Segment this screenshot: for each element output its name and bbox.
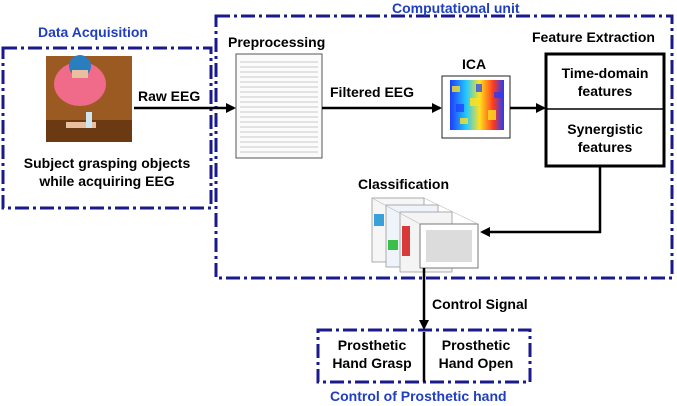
hand-grasp-line1: Prosthetic (337, 337, 407, 353)
time-domain-line1: Time-domain (561, 65, 649, 81)
preprocessing-eeg-image (235, 53, 323, 159)
subject-caption-line2: while acquiring EEG (39, 173, 175, 189)
time-domain-label: Time-domain features (548, 64, 662, 100)
subject-caption-line1: Subject grasping objects (23, 155, 191, 171)
classification-label: Classification (358, 176, 450, 192)
ica-image (441, 75, 511, 139)
subject-photo (46, 55, 132, 142)
hand-open-line2: Hand Open (438, 355, 514, 371)
synergistic-line1: Synergistic (567, 121, 643, 137)
time-domain-line2: features (577, 83, 633, 99)
subject-caption: Subject grasping objects while acquiring… (8, 154, 206, 190)
hand-grasp-label: Prosthetic Hand Grasp (322, 336, 422, 372)
feature-extraction-box (544, 52, 666, 168)
control-signal-label: Control Signal (432, 296, 528, 312)
prosthetic-title: Control of Prosthetic hand (330, 388, 507, 404)
hand-grasp-line2: Hand Grasp (332, 355, 412, 371)
feature-extraction-label: Feature Extraction (532, 29, 655, 45)
raw-eeg-label: Raw EEG (138, 88, 201, 104)
data-acquisition-title: Data Acquisition (38, 24, 148, 40)
filtered-eeg-label: Filtered EEG (330, 84, 415, 100)
preprocessing-label: Preprocessing (228, 34, 326, 50)
hand-open-label: Prosthetic Hand Open (426, 336, 526, 372)
classification-image (371, 197, 479, 273)
synergistic-label: Synergistic features (548, 120, 662, 156)
features-to-classification-arrow (480, 166, 602, 237)
computational-unit-title: Computational unit (392, 0, 520, 16)
synergistic-line2: features (577, 139, 633, 155)
data-acquisition-frame (1, 46, 213, 210)
hand-open-line1: Prosthetic (441, 337, 511, 353)
computational-unit-frame (214, 14, 674, 280)
ica-label: ICA (462, 56, 487, 72)
